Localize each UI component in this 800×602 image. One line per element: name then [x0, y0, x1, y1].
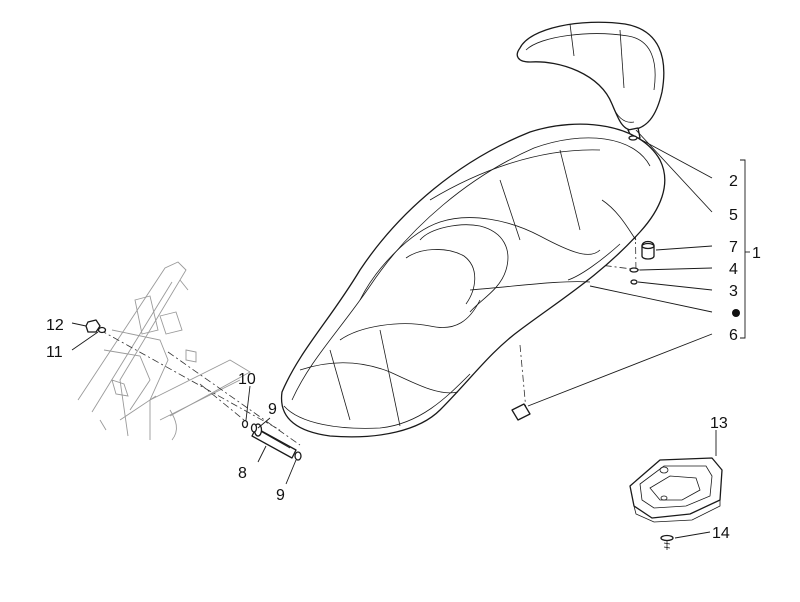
callout-2: 2	[729, 173, 738, 190]
backrest	[516, 21, 665, 139]
callout-6: 6	[729, 327, 738, 344]
callout-11: 11	[46, 344, 63, 361]
screw-14	[660, 534, 674, 550]
clip-10	[241, 419, 249, 429]
callout-9-top: 9	[268, 401, 277, 418]
washer-11	[97, 326, 107, 334]
callout-13: 13	[710, 415, 728, 432]
kit-marker-dot	[732, 309, 740, 317]
washer-5	[628, 135, 638, 141]
callout-8: 8	[238, 465, 247, 482]
seat-latch-pin-6	[511, 403, 531, 421]
callout-4: 4	[729, 261, 738, 278]
callout-3: 3	[729, 283, 738, 300]
callout-9-bottom: 9	[276, 487, 285, 504]
washer-4	[629, 267, 639, 273]
washer-9-top	[250, 423, 258, 433]
callout-5: 5	[729, 207, 738, 224]
seat	[280, 123, 666, 438]
callout-10: 10	[238, 371, 256, 388]
scooter-frame	[77, 261, 251, 441]
leader-lines	[71, 129, 750, 539]
rubber-buffer-7	[641, 240, 655, 260]
callout-7: 7	[729, 239, 738, 256]
callout-1: 1	[752, 245, 761, 262]
gas-strut-8	[251, 423, 297, 459]
washer-9-bottom	[294, 451, 302, 461]
callout-12: 12	[46, 317, 64, 334]
callout-14: 14	[712, 525, 730, 542]
nut-3	[630, 279, 638, 285]
tray-13	[629, 457, 723, 523]
